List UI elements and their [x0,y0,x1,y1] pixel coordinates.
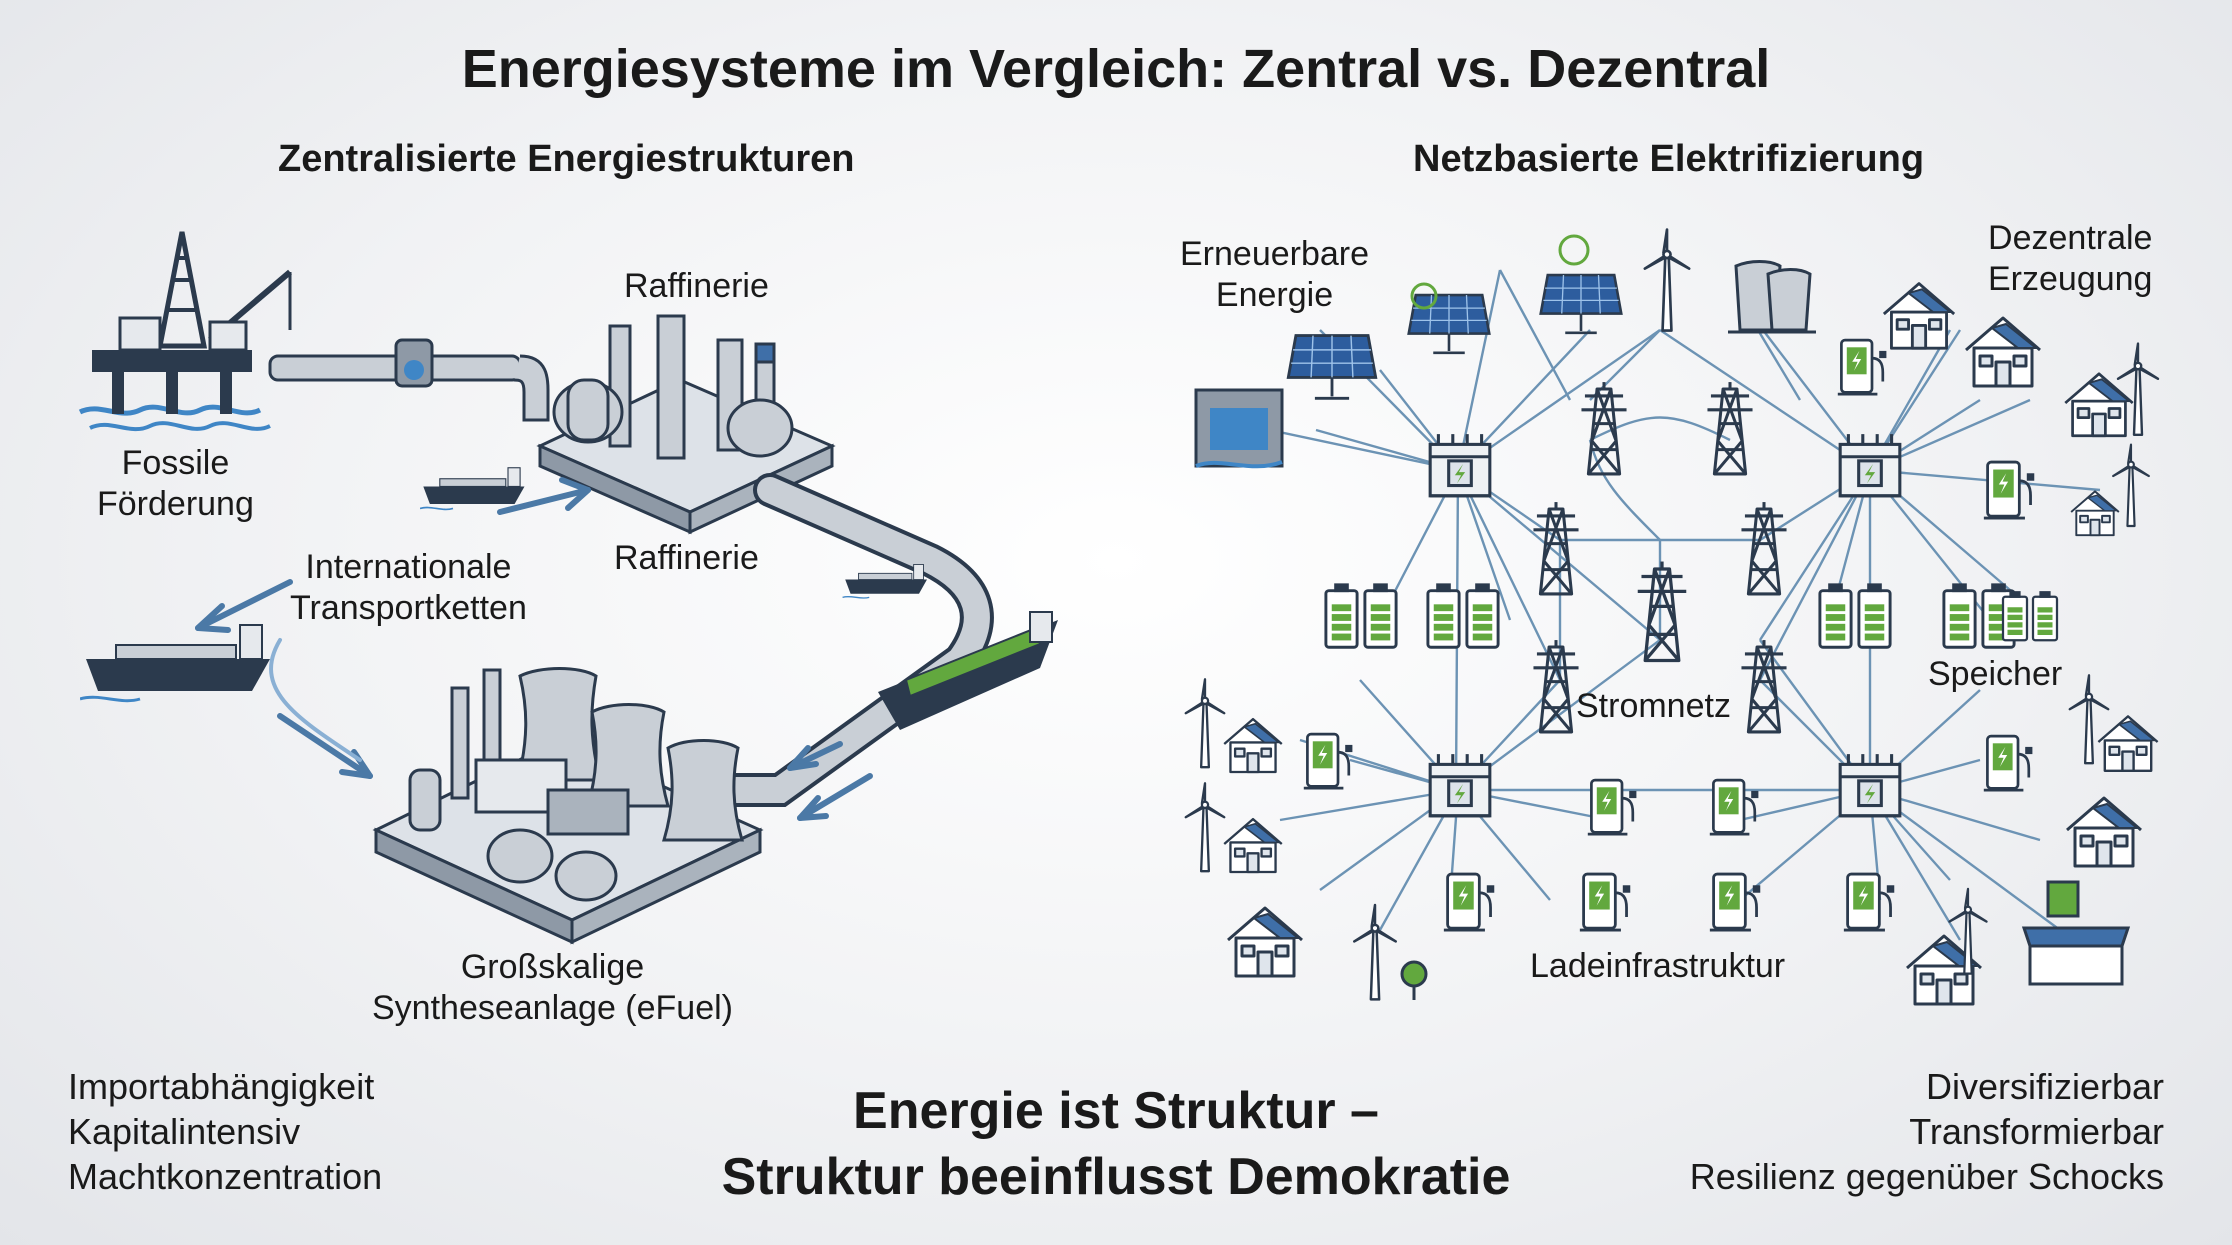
house-icon [2065,796,2143,868]
label-stromnetz: Stromnetz [1576,687,1731,725]
sun-icon [1410,234,1590,310]
label-lade: Ladeinfrastruktur [1530,947,1786,985]
house-icon [1882,282,1956,350]
charger-icon [1982,460,2036,520]
synthesis-plant-icon [372,667,764,945]
tagline: Energie ist Struktur – Struktur beeinflu… [0,1078,2232,1210]
wind-turbine-icon [1643,228,1691,332]
charger-icon [1836,338,1888,396]
pylon-icon [1739,638,1789,734]
ship-left-icon [80,623,272,703]
house-icon [2097,715,2159,772]
pylon-icon [1635,559,1689,663]
right-points: Diversifizierbar Transformierbar Resilie… [1690,1064,2164,1199]
charger-icon [1842,872,1896,932]
pipeline-icon [268,338,550,422]
pylon-icon [1739,500,1789,596]
label-dezentrale-text: Dezentrale Erzeugung [1988,219,2153,298]
substation-icon [1838,432,1902,498]
charger-icon [1708,778,1760,836]
battery-icon [1324,583,1398,649]
wind-turbine-icon [2068,674,2110,765]
ship-small-icon [420,466,526,511]
charger-icon [1302,732,1354,790]
house-icon [1226,906,1304,978]
wind-turbine-icon [1184,782,1226,873]
left-point: Machtkonzentration [68,1156,383,1197]
charger-icon [1982,734,2034,792]
battery-icon [2001,590,2059,642]
label-fossile-text: Fossile Förderung [97,444,254,523]
page-title: Energiesysteme im Vergleich: Zentral vs.… [461,39,1771,99]
wind-turbine-icon [2111,443,2151,528]
charger-icon [1442,872,1496,932]
right-point: Transformierbar [1909,1111,2164,1152]
house-icon [1223,817,1283,874]
label-erneuerbare: Erneuerbare Energie [1180,234,1369,316]
solar-panel-icon [1286,334,1378,400]
left-point: Kapitalintensiv [68,1111,301,1152]
hydro-dam-icon [1194,388,1284,469]
pylon-icon [1579,380,1629,476]
house-icon [2063,372,2135,438]
label-speicher: Speicher [1928,655,2063,693]
shop-icon [2021,880,2131,986]
solar-panel-icon [1407,293,1491,355]
left-heading: Zentralisierte Energiestrukturen [278,138,855,180]
house-icon [2070,490,2120,537]
label-raffinerie-top: Raffinerie [624,267,769,305]
label-dezentrale: Dezentrale Erzeugung [1988,218,2152,300]
right-point: Diversifizierbar [1925,1066,2164,1107]
pylon-icon [1705,380,1755,476]
label-synthese: Großskalige Syntheseanlage (eFuel) [372,947,733,1029]
label-synthese-text: Großskalige Syntheseanlage (eFuel) [372,948,734,1027]
charger-icon [1708,872,1762,932]
charger-icon [1586,778,1638,836]
house-icon [1964,316,2042,388]
label-fossile: Fossile Förderung [97,443,254,525]
label-transport: Internationale Transportketten [290,547,527,629]
solar-panel-icon [1539,273,1623,335]
wind-turbine-icon [1352,903,1398,1001]
pylon-icon [1531,500,1581,596]
charger-icon [1578,872,1632,932]
substation-icon [1838,752,1902,818]
tree-icon [1400,960,1428,1000]
ship-tiny-icon [842,563,928,599]
ship-green-icon [878,611,1058,730]
battery-icon [1426,583,1500,649]
battery-icon [1818,583,1892,649]
left-point: Importabhängigkeit [68,1066,375,1107]
grid-lines [1269,269,2101,941]
tagline-text: Energie ist Struktur – Struktur beeinflu… [721,1082,1511,1206]
substation-icon [1428,432,1492,498]
label-erneuerbare-text: Erneuerbare Energie [1180,235,1370,314]
right-heading: Netzbasierte Elektrifizierung [1413,138,1925,180]
right-point: Resilienz gegenüber Schocks [1689,1156,2164,1197]
house-icon [1223,717,1283,774]
substation-icon [1428,752,1492,818]
label-transport-text: Internationale Transportketten [290,548,527,627]
left-points: Importabhängigkeit Kapitalintensiv Macht… [68,1064,382,1199]
wind-turbine-icon [1184,678,1226,769]
oil-platform-icon [78,231,292,432]
power-plant-icon [1728,260,1816,334]
transport-arrows-icon [195,477,873,821]
label-raffinerie-mid: Raffinerie [614,539,759,577]
